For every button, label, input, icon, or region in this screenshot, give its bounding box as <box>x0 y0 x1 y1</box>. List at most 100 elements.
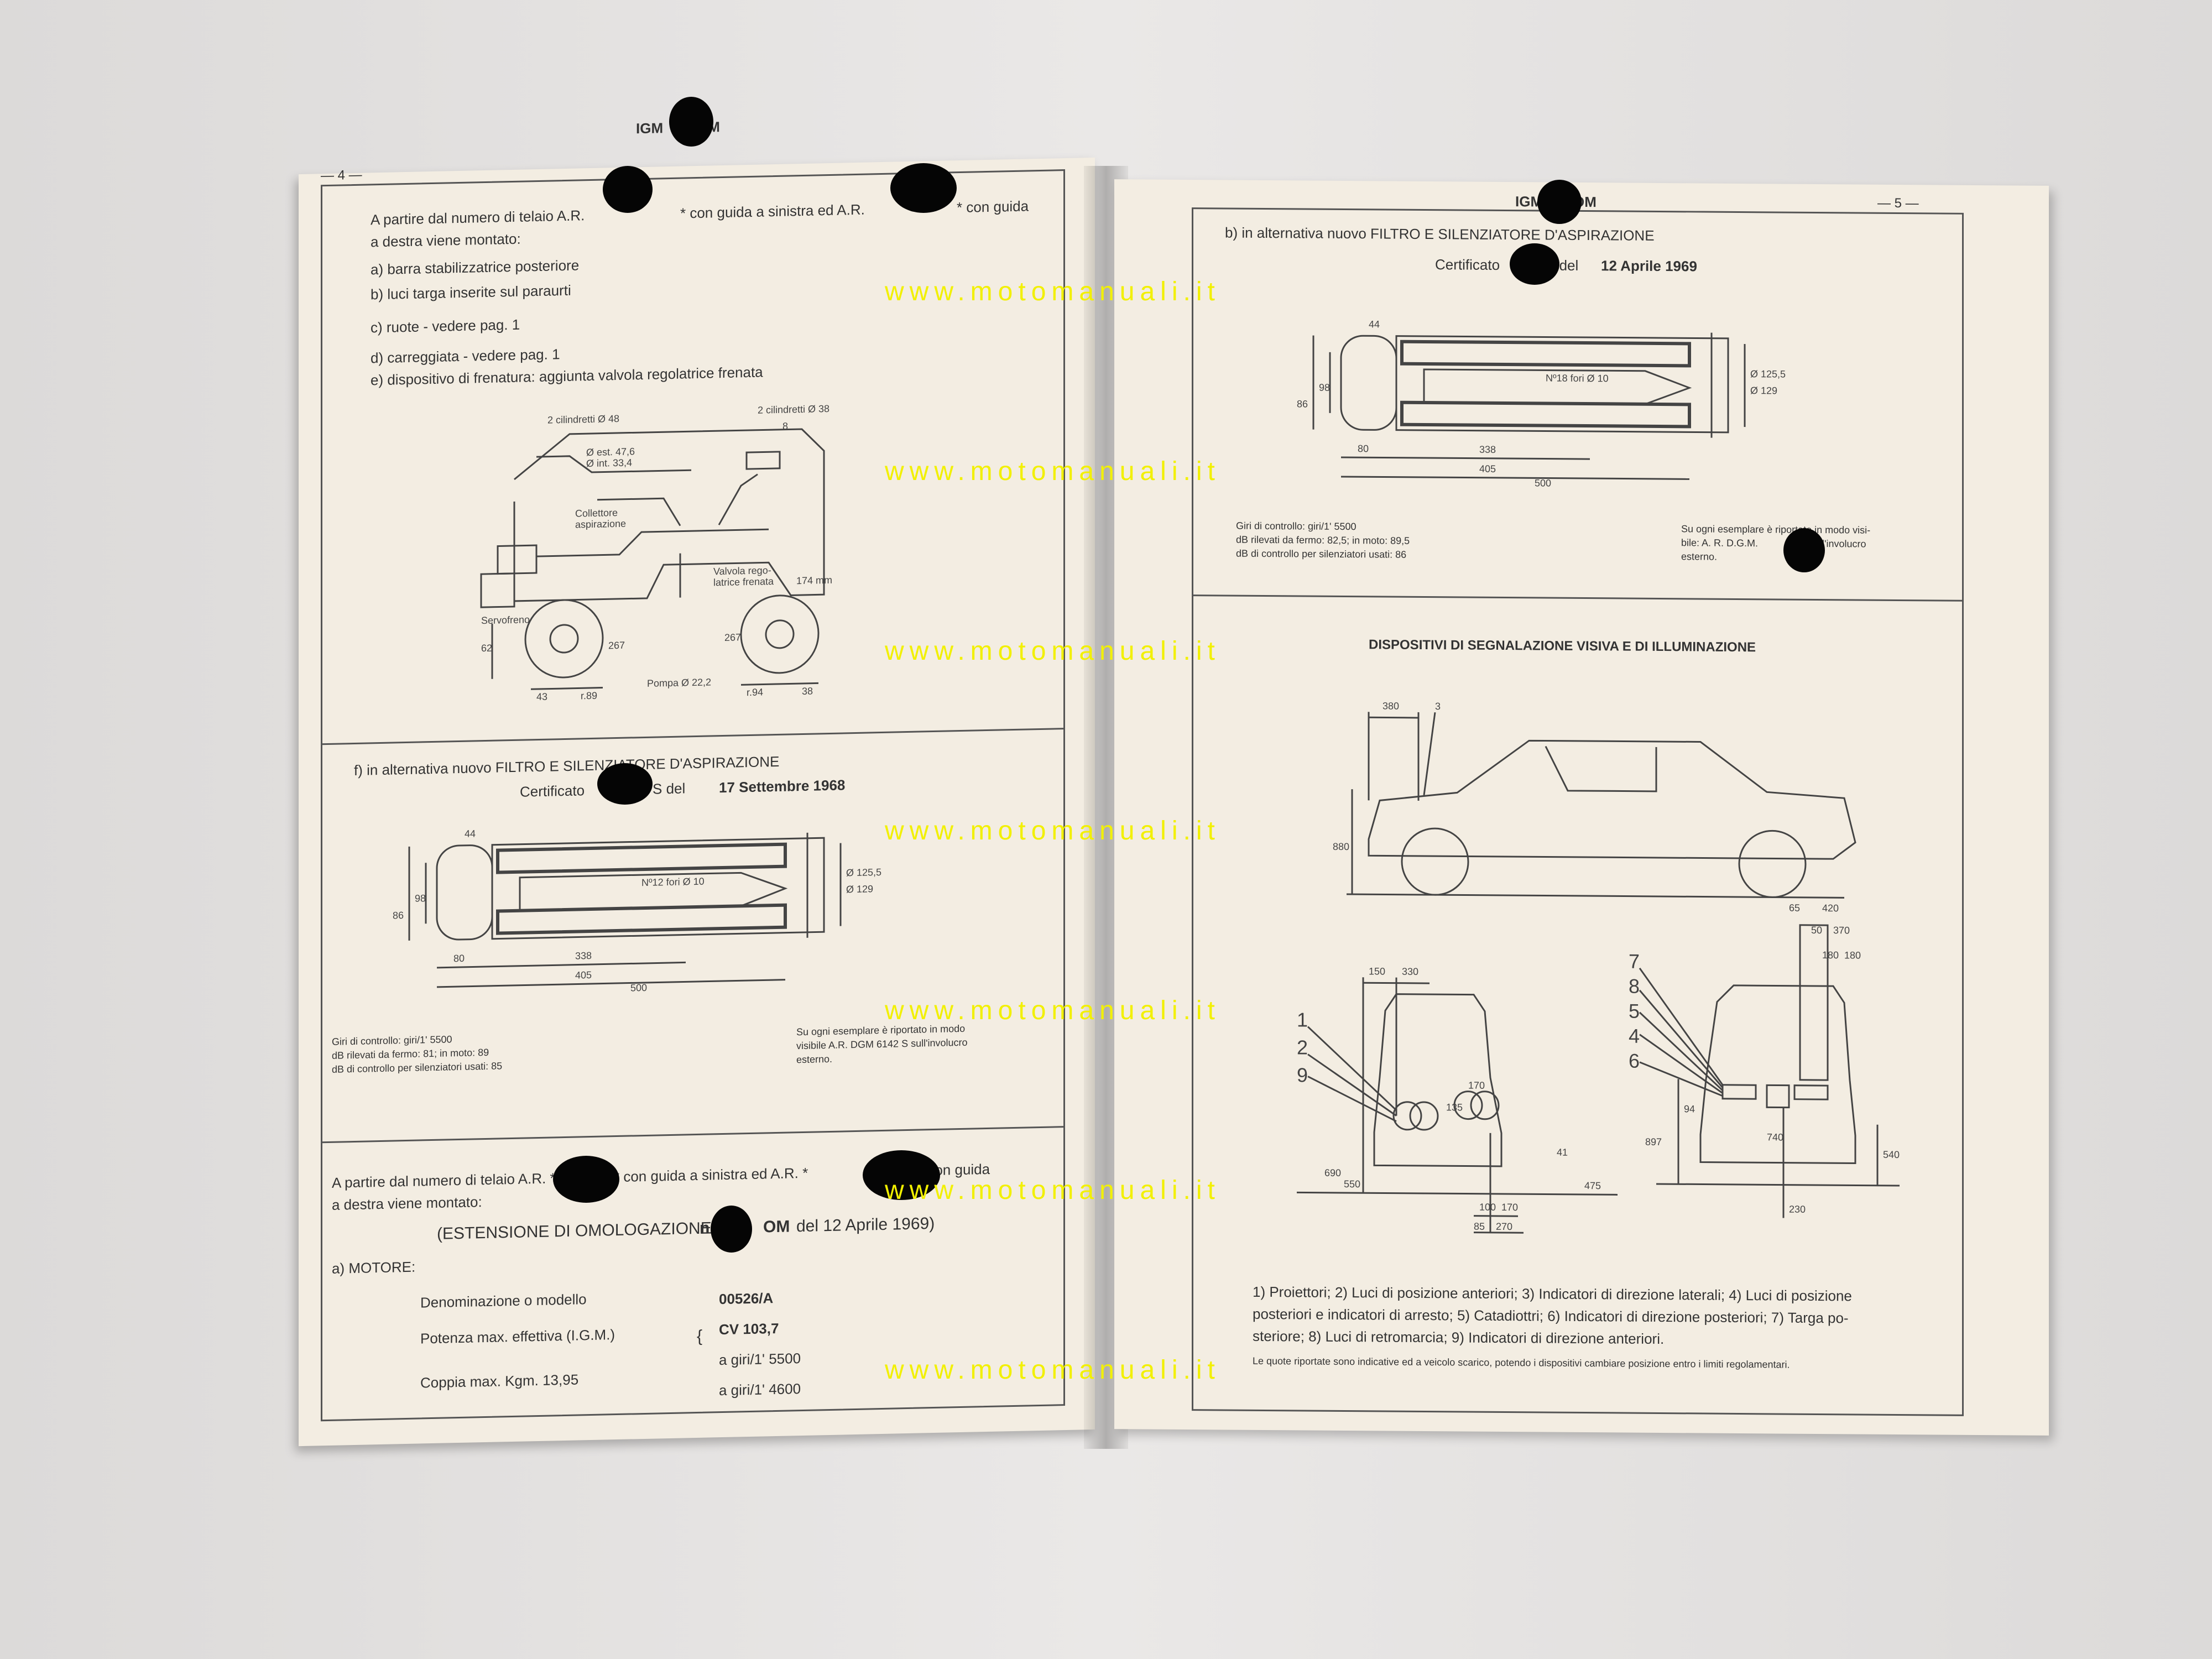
front-n2: 2 <box>1297 1036 1308 1058</box>
filter-f-holes: Nº12 fori Ø 10 <box>641 876 705 888</box>
car-rear-view: 65 420 50 370 180 180 7 8 5 4 6 897 94 7… <box>1629 902 1900 1218</box>
filter-f-80: 80 <box>453 953 465 964</box>
left-page-number: — 4 — <box>321 167 362 184</box>
brake-267b: 267 <box>724 632 741 643</box>
side-880: 880 <box>1333 841 1349 852</box>
rear-50: 50 <box>1811 925 1822 936</box>
filter-b-500: 500 <box>1535 477 1551 488</box>
filter-f-125: Ø 125,5 <box>846 867 881 878</box>
watermark: www.motomanuali.it <box>885 277 1220 306</box>
filter-b-129: Ø 129 <box>1750 385 1777 396</box>
rear-420: 420 <box>1822 902 1839 914</box>
front-170b: 170 <box>1501 1202 1518 1213</box>
filter-f-500: 500 <box>630 982 647 994</box>
rear-65: 65 <box>1789 902 1800 914</box>
brake-8: 8 <box>782 421 788 432</box>
ext-row-2-value: CV 103,7 <box>719 1319 779 1338</box>
rear-740: 740 <box>1767 1131 1783 1142</box>
filter-b-cert-date: 12 Aprile 1969 <box>1601 257 1697 275</box>
filter-b-80: 80 <box>1358 443 1369 454</box>
legend-line-3: steriore; 8) Luci di retromarcia; 9) Ind… <box>1253 1327 1665 1348</box>
filter-b-note-right-2: bile: A. R. D.G.M. <box>1681 537 1759 549</box>
front-n1: 1 <box>1297 1008 1308 1031</box>
brake-cyl2: 2 cilindretti Ø 38 <box>758 403 830 416</box>
redaction-blot <box>711 1206 752 1253</box>
rear-n8: 8 <box>1629 975 1640 998</box>
redaction-blot <box>669 97 713 147</box>
filter-b-125: Ø 125,5 <box>1750 368 1786 379</box>
rear-94: 94 <box>1684 1103 1695 1114</box>
rear-180b: 180 <box>1844 950 1861 961</box>
lights-title: DISPOSITIVI DI SEGNALAZIONE VISIVA E DI … <box>1369 637 1756 655</box>
ext-row-4-label: Coppia max. Kgm. 13,95 <box>420 1371 579 1391</box>
rear-n5: 5 <box>1629 1000 1640 1022</box>
rear-540: 540 <box>1883 1149 1900 1160</box>
redaction-blot <box>863 1150 940 1200</box>
intro-mid2: * con guida <box>957 197 1029 216</box>
rear-n7: 7 <box>1629 950 1640 973</box>
brake-dest: Ø est. 47,6 <box>586 446 635 458</box>
brake-62: 62 <box>481 643 492 654</box>
filter-b-cert-prefix: Certificato <box>1435 256 1500 273</box>
front-170: 170 <box>1468 1080 1485 1091</box>
filter-b-note-left-1: Giri di controllo: giri/1' 5500 <box>1236 520 1357 533</box>
rear-n6: 6 <box>1629 1050 1640 1072</box>
redaction-blot <box>1510 243 1559 285</box>
right-page-number: — 5 — <box>1877 195 1919 211</box>
ext-omologa-suffix: OM <box>763 1217 790 1237</box>
ext-line2: a destra viene montato: <box>332 1193 482 1213</box>
watermark: www.motomanuali.it <box>885 1176 1220 1205</box>
filter-f-405: 405 <box>575 969 592 981</box>
item-c: c) ruote - vedere pag. 1 <box>371 316 520 336</box>
filter-b-note-right-4: esterno. <box>1681 551 1718 562</box>
left-page: IGM OM — 4 — A partire dal numero di tel… <box>299 118 1095 1447</box>
intro-line2: a destra viene montato: <box>371 230 521 251</box>
brake-dint: Ø int. 33,4 <box>586 457 632 469</box>
filter-b-338: 338 <box>1479 444 1496 455</box>
brake-38: 38 <box>802 686 813 697</box>
side-3: 3 <box>1435 701 1441 712</box>
rear-370: 370 <box>1833 925 1850 936</box>
rear-n4: 4 <box>1629 1025 1640 1047</box>
filter-b-note-left-2: dB rilevati da fermo: 82,5; in moto: 89,… <box>1236 534 1410 546</box>
ext-row-3-value: a giri/1' 5500 <box>719 1350 801 1369</box>
brake-43: 43 <box>536 691 547 702</box>
filter-f-129: Ø 129 <box>846 883 873 895</box>
front-690: 690 <box>1324 1167 1341 1178</box>
filter-f-338: 338 <box>575 950 592 962</box>
brake-diagram: 2 cilindretti Ø 48 2 cilindretti Ø 38 Ø … <box>480 403 832 702</box>
brake-aspirazione: aspirazione <box>575 518 626 530</box>
redaction-blot <box>1537 180 1582 224</box>
front-41: 41 <box>1557 1147 1568 1158</box>
filter-b-44: 44 <box>1369 319 1380 330</box>
filter-f-cert-prefix: Certificato <box>520 782 585 800</box>
filter-f-98: 98 <box>415 893 426 904</box>
front-n9: 9 <box>1297 1063 1308 1086</box>
car-front-view: 150 330 1 2 9 690 550 135 170 41 475 100… <box>1297 966 1618 1234</box>
brake-servofreno: Servofreno <box>481 614 530 626</box>
right-page: IGM OM — 5 — b) in alternativa nuovo FIL… <box>1114 179 2049 1436</box>
brake-valvola1: Valvola rego- <box>713 565 771 577</box>
filter-b-98: 98 <box>1319 382 1330 393</box>
brake-pompa: Pompa Ø 22,2 <box>647 676 711 688</box>
watermark: www.motomanuali.it <box>885 1355 1220 1385</box>
filter-f-note-right-3: esterno. <box>796 1053 833 1066</box>
watermark: www.motomanuali.it <box>885 996 1220 1025</box>
filter-f-44: 44 <box>465 828 476 839</box>
brake-collettore: Collettore <box>575 507 618 519</box>
left-header: IGM <box>636 119 664 137</box>
filter-b-86: 86 <box>1297 398 1308 409</box>
brake-267a: 267 <box>608 640 625 651</box>
filter-b-note-left-3: dB di controllo per silenziatori usati: … <box>1236 547 1407 560</box>
ext-row-1-value: 00526/A <box>719 1290 774 1308</box>
filter-b-holes: Nº18 fori Ø 10 <box>1546 373 1609 384</box>
front-270: 270 <box>1496 1221 1512 1232</box>
brake-89: r.89 <box>581 690 597 702</box>
rear-230: 230 <box>1789 1204 1806 1215</box>
rear-897: 897 <box>1645 1136 1662 1147</box>
front-150: 150 <box>1369 966 1385 977</box>
rear-180: 180 <box>1822 950 1839 961</box>
filter-f-cert-mid: S del <box>653 780 686 797</box>
brake-174: 174 mm <box>796 575 832 586</box>
ext-omologa-date: del 12 Aprile 1969) <box>796 1214 935 1236</box>
